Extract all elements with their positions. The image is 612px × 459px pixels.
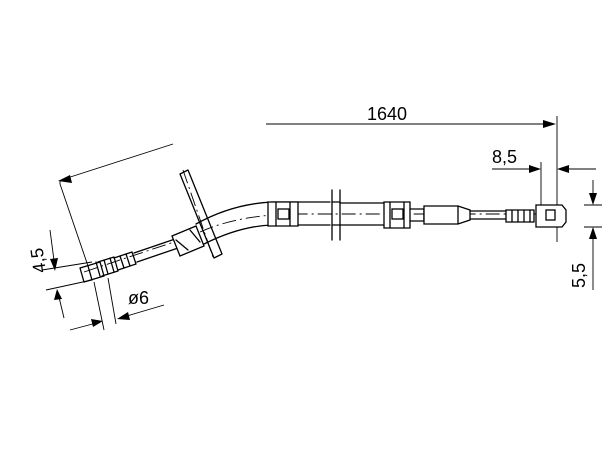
ferrule — [409, 205, 471, 225]
dimension-total-length: 1640 — [58, 104, 558, 242]
inner-wire-right — [469, 210, 507, 220]
dimension-end-fitting-height: 5,5 — [569, 180, 602, 290]
outer-sleeve-straight — [339, 201, 411, 229]
dimension-nipple-height: 4,5 — [27, 229, 93, 319]
cable-centerline — [83, 169, 560, 273]
break-marks — [331, 189, 341, 241]
left-cable-end — [79, 251, 137, 283]
extension-line-left — [59, 183, 89, 267]
mounting-flange — [171, 169, 223, 259]
dimension-label-nipple-height: 4,5 — [27, 247, 50, 275]
right-cable-end — [505, 204, 567, 228]
dimension-label-end-fitting-height: 5,5 — [569, 263, 589, 288]
dimension-end-fitting-length: 8,5 — [492, 147, 596, 210]
dimension-label-end-fitting-length: 8,5 — [492, 147, 517, 167]
inner-wire-left — [133, 237, 182, 263]
dimension-label-total-length: 1640 — [367, 104, 407, 124]
dimension-label-nipple-diameter: ø6 — [128, 288, 149, 308]
outer-sleeve-curved — [195, 201, 331, 245]
dimension-nipple-diameter: ø6 — [69, 277, 165, 331]
